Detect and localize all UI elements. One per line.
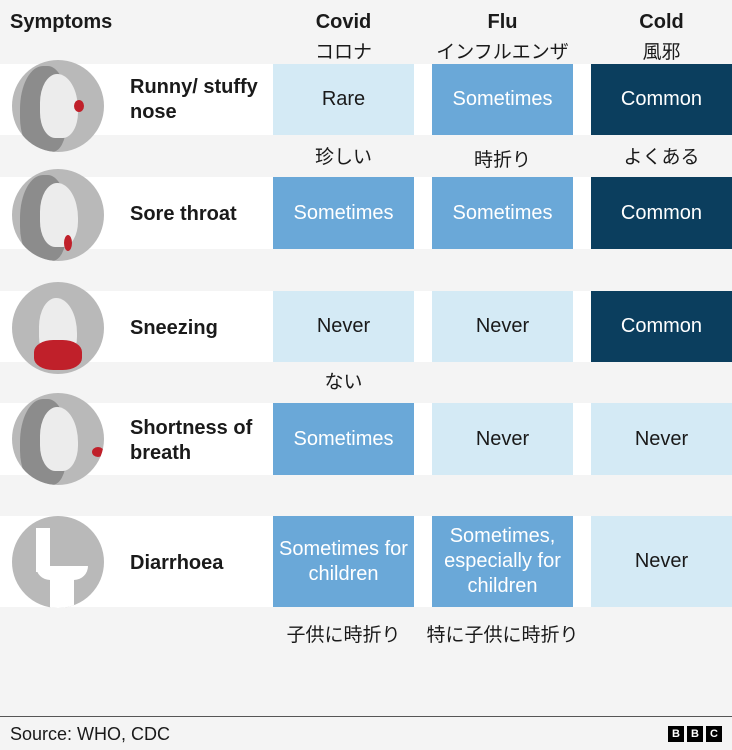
cold-cell: Never <box>591 516 732 607</box>
flu-cell: Sometimes, especially for children <box>432 516 573 607</box>
flu-cell: Sometimes <box>432 177 573 249</box>
flu-note-jp: 時折り <box>473 150 531 171</box>
symptom-label: Diarrhoea <box>130 552 224 574</box>
breath-icon <box>12 393 104 485</box>
cold-cell: Common <box>591 291 732 362</box>
covid-cell: Never <box>273 291 414 362</box>
covid-note-jp: 子供に時折り <box>286 625 401 646</box>
covid-cell: Sometimes for children <box>273 516 414 607</box>
flu-heading-jp: インフルエンザ <box>436 42 569 63</box>
cold-heading-jp: 風邪 <box>642 42 681 63</box>
covid-note-jp: ない <box>324 372 363 393</box>
nose-icon <box>12 60 104 152</box>
throat-icon <box>12 169 104 261</box>
flu-heading: Flu <box>487 11 518 33</box>
logo-letter: B <box>668 726 684 742</box>
cold-note-jp: よくある <box>623 147 700 168</box>
cold-heading: Cold <box>639 11 684 33</box>
symptom-label: Shortness of breath <box>130 417 253 464</box>
flu-cell: Never <box>432 291 573 362</box>
logo-letter: B <box>687 726 703 742</box>
bbc-logo: B B C <box>668 726 722 742</box>
flu-cell: Never <box>432 403 573 475</box>
symptom-label: Runny/ stuffy nose <box>130 76 258 123</box>
cold-cell: Common <box>591 64 732 135</box>
flu-cell: Sometimes <box>432 64 573 135</box>
flu-note-jp: 特に子供に時折り <box>426 625 579 646</box>
logo-letter: C <box>706 726 722 742</box>
toilet-icon <box>12 516 104 608</box>
covid-cell: Sometimes <box>273 403 414 475</box>
covid-note-jp: 珍しい <box>314 147 372 168</box>
cold-cell: Common <box>591 177 732 249</box>
covid-cell: Sometimes <box>273 177 414 249</box>
symptoms-heading: Symptoms <box>10 11 113 33</box>
covid-cell: Rare <box>273 64 414 135</box>
symptom-label: Sore throat <box>130 203 237 225</box>
sneezing-icon <box>12 282 104 374</box>
covid-heading-jp: コロナ <box>314 42 372 63</box>
source-text: Source: WHO, CDC <box>10 724 171 744</box>
symptom-label: Sneezing <box>130 317 218 339</box>
covid-heading: Covid <box>315 11 372 33</box>
footer: Source: WHO, CDC B B C <box>0 716 732 750</box>
cold-cell: Never <box>591 403 732 475</box>
